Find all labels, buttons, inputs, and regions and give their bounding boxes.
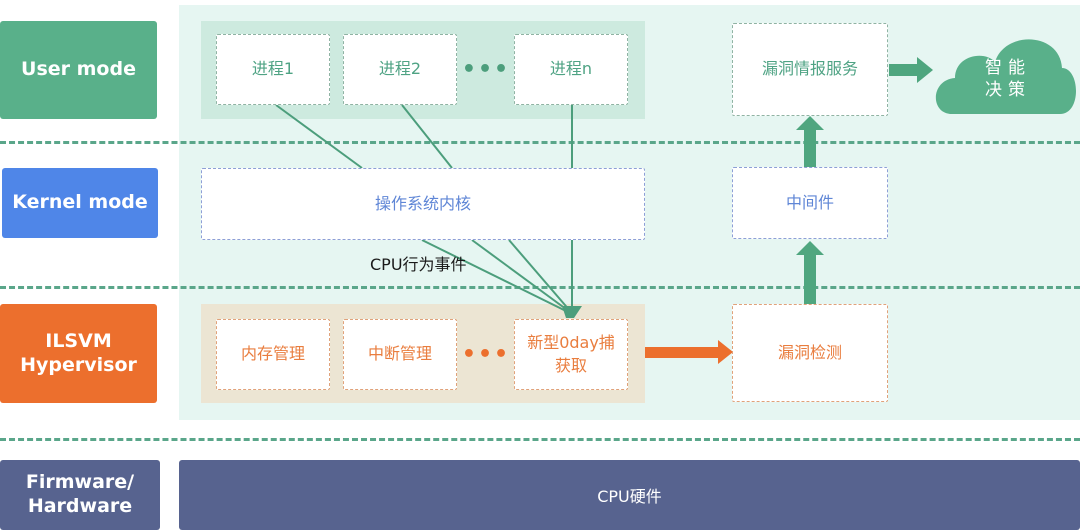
layer-label-user-mode: User mode: [0, 21, 157, 119]
line-kernel-capture-2: [471, 239, 571, 313]
cloud-text-line1: 智能: [985, 58, 1031, 78]
user-mode-text: User mode: [21, 58, 136, 81]
middleware-box[interactable]: 中间件: [732, 167, 888, 239]
zero-day-capture-box[interactable]: 新型0day捕 获取: [514, 319, 628, 390]
layer-label-hypervisor: ILSVM Hypervisor: [0, 304, 157, 403]
line-process2-kernel: [401, 104, 453, 169]
cloud-text-line2: 决策: [985, 80, 1031, 101]
kernel-mode-text: Kernel mode: [12, 191, 148, 214]
arrow-middleware-service-head: [796, 116, 824, 130]
vuln-intel-service-box[interactable]: 漏洞情报服务: [732, 23, 888, 116]
layer-label-hardware: Firmware/ Hardware: [0, 460, 160, 530]
cpu-hardware-label: CPU硬件: [597, 487, 662, 506]
arrow-capture-detection-shaft: [645, 347, 721, 358]
separator-kernel-hypervisor: [0, 286, 1080, 289]
arrow-detection-middleware-head: [796, 241, 824, 255]
process-n-label: 进程n: [549, 59, 593, 79]
cpu-hardware-bar[interactable]: CPU硬件: [179, 460, 1080, 530]
process-2-box[interactable]: 进程2: [343, 34, 457, 105]
vuln-intel-service-label: 漏洞情报服务: [761, 59, 858, 79]
hardware-text-line2: Hardware: [27, 495, 133, 517]
arrow-service-cloud-shaft: [889, 64, 919, 76]
hypervisor-text-line1: ILSVM: [45, 329, 112, 352]
arrow-middleware-service-shaft: [804, 128, 816, 168]
hypervisor-ellipsis: •••: [461, 341, 511, 367]
process-2-label: 进程2: [378, 59, 422, 79]
hardware-text-line1: Firmware/: [25, 471, 135, 494]
separator-hypervisor-hardware: [0, 438, 1080, 441]
process-1-box[interactable]: 进程1: [216, 34, 330, 105]
vuln-detection-label: 漏洞检测: [777, 342, 842, 362]
middleware-label: 中间件: [785, 192, 834, 212]
line-process1-kernel: [275, 104, 363, 169]
memory-management-label: 内存管理: [240, 344, 305, 364]
process-1-label: 进程1: [251, 59, 295, 79]
vuln-detection-box[interactable]: 漏洞检测: [732, 304, 888, 402]
cpu-behavior-event-label: CPU行为事件: [370, 255, 467, 274]
smart-decision-cloud[interactable]: 智能 决策: [968, 57, 1048, 101]
line-kernel-capture-3: [508, 239, 572, 313]
os-kernel-box[interactable]: 操作系统内核: [201, 168, 645, 240]
memory-management-box[interactable]: 内存管理: [216, 319, 330, 390]
interrupt-management-box[interactable]: 中断管理: [343, 319, 457, 390]
zero-day-capture-line1: 新型0day捕: [527, 333, 615, 353]
capture-arrowhead: [562, 306, 582, 318]
zero-day-capture-line2: 获取: [554, 355, 587, 375]
cloud-shape: [935, 39, 1076, 114]
arrow-service-cloud-head: [917, 57, 933, 83]
interrupt-management-label: 中断管理: [367, 344, 432, 364]
arrow-capture-detection-head: [718, 340, 733, 364]
process-ellipsis: •••: [461, 56, 511, 82]
process-n-box[interactable]: 进程n: [514, 34, 628, 105]
layer-label-kernel-mode: Kernel mode: [2, 168, 158, 238]
separator-user-kernel: [0, 141, 1080, 144]
arrow-detection-middleware-shaft: [804, 252, 816, 304]
line-kernel-capture-1: [421, 239, 569, 313]
hypervisor-text-line2: Hypervisor: [20, 353, 137, 376]
os-kernel-label: 操作系统内核: [374, 193, 471, 213]
